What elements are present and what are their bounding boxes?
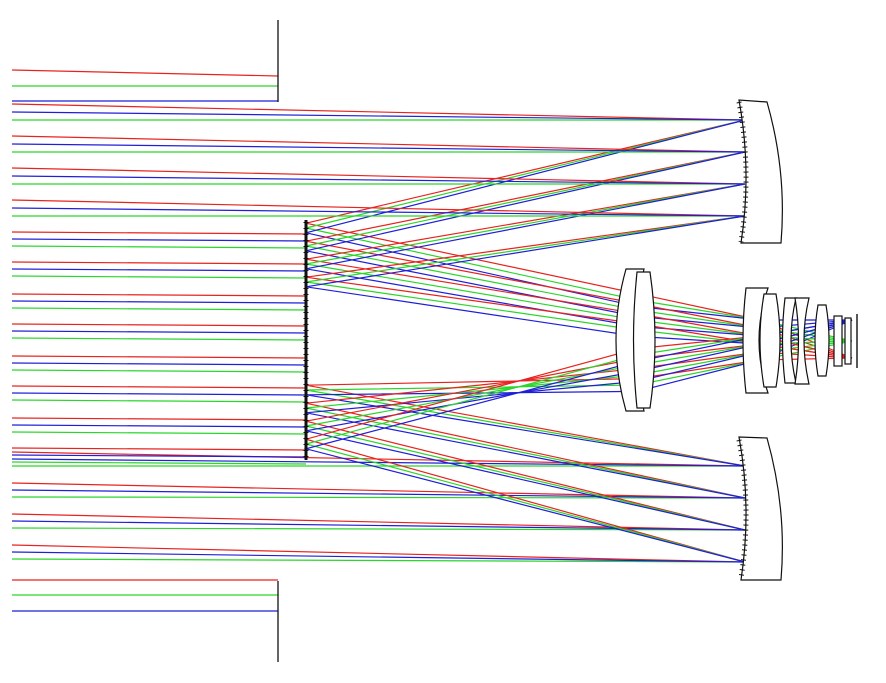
ray-mid-green [11, 275, 307, 279]
ray-clipped-upper-red [11, 69, 279, 77]
ray-lower-green [11, 340, 853, 531]
ray-mid-blue [11, 392, 307, 396]
ray-mid-blue [11, 300, 307, 304]
relay-lens-2 [759, 293, 781, 388]
relay-lens-7 [844, 317, 852, 365]
primary-mirror-upper-body [738, 99, 783, 244]
field-lens [615, 268, 656, 412]
ray-mid-green [11, 245, 307, 249]
ray-mid-blue [11, 362, 307, 366]
ray-upper-green [12, 119, 853, 342]
ray-mid-green [11, 431, 307, 435]
ray-mid-green [11, 337, 307, 341]
primary-mirror-lower-body [738, 436, 783, 581]
relay-lens-6 [833, 315, 843, 367]
ray-upper-red [11, 199, 853, 359]
ray-mid-red [11, 417, 307, 421]
ray-mid-green [11, 369, 307, 373]
ray-lower-red [11, 351, 853, 499]
ray-mid-green [11, 461, 307, 465]
ray-mid-red [11, 293, 307, 297]
ray-upper-red [11, 103, 853, 359]
ray-mid-blue [11, 238, 307, 242]
ray-mid-red [11, 447, 307, 451]
ray-mid-red [11, 261, 307, 265]
ray-mid-red [11, 231, 307, 235]
ray-mid-red [11, 323, 307, 327]
field-lens-element-2 [632, 271, 656, 409]
ray-mid-red [11, 385, 307, 389]
ray-mid-blue [11, 454, 307, 458]
primary-mirror-upper [736, 99, 783, 244]
primary-mirror-lower-hatch [736, 439, 749, 579]
ray-mid-blue [11, 330, 307, 334]
ray-bundle-group [11, 69, 853, 612]
relay-lens-5 [814, 304, 830, 377]
ray-mid-green [11, 399, 307, 403]
ray-mid-green [11, 307, 307, 311]
ray-mid-blue [11, 268, 307, 272]
ray-mid-red [11, 355, 307, 359]
relay-lens-4 [794, 297, 810, 385]
primary-mirror-upper-hatch [736, 101, 749, 243]
ray-mid-blue [11, 424, 307, 428]
relay-lens-group [742, 287, 852, 394]
primary-mirror-lower [736, 436, 783, 581]
